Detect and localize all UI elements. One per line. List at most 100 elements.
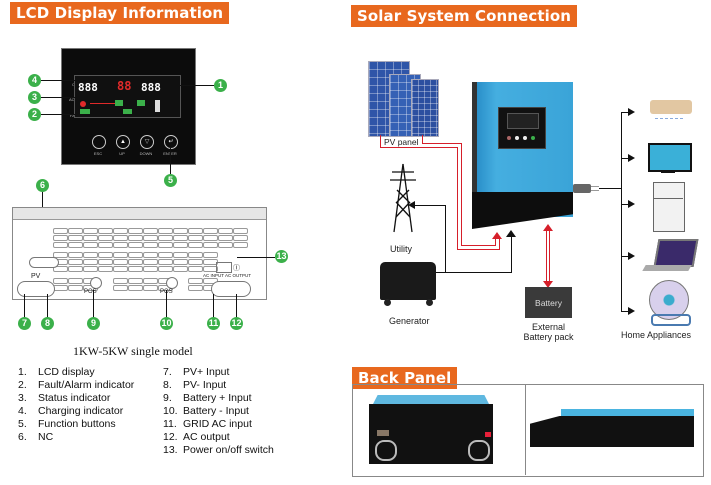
callout-13: 13 (275, 250, 288, 263)
vent-slot (113, 285, 128, 291)
distribution-line (621, 204, 629, 205)
vent-slot (158, 252, 173, 258)
back-panel-frame (352, 384, 704, 477)
vent-slot (203, 235, 218, 241)
vent-slot (128, 278, 143, 284)
tv-stand (661, 171, 675, 173)
vent-slot (143, 235, 158, 241)
appliance-arrow-icon (628, 307, 635, 315)
inverter-button (523, 136, 527, 140)
esc-button-label: ESC (93, 151, 103, 156)
vent-slot (113, 242, 128, 248)
pv-terminal (17, 281, 55, 297)
pv-panel-label: PV panel (384, 137, 419, 147)
callout-1: 1 (214, 79, 227, 92)
callout-3: 3 (28, 91, 41, 104)
vent-slot (53, 266, 68, 272)
vent-slot (143, 285, 158, 291)
lcd-bulb-icon (155, 100, 160, 112)
enter-button[interactable]: ↵ (164, 135, 178, 149)
vent-slot (53, 228, 68, 234)
callout-5: 5 (164, 174, 177, 187)
utility-tower-icon (390, 163, 416, 233)
vent-slot (68, 266, 83, 272)
vent-slot (113, 266, 128, 272)
plug-pin (591, 186, 599, 187)
legend-item: 8.PV- Input (163, 379, 227, 391)
inverter-base (472, 192, 573, 229)
vent-slot (188, 266, 203, 272)
rear-view-terminal (375, 440, 397, 461)
dc-wire (457, 147, 458, 249)
vent-slot (218, 235, 233, 241)
generator-label: Generator (389, 316, 430, 326)
callout-6: 6 (36, 179, 49, 192)
vent-slot (113, 278, 128, 284)
vent-slot (173, 252, 188, 258)
legend-item: 1.LCD display (18, 366, 95, 378)
battery-arrow-up-icon (543, 224, 553, 231)
model-caption: 1KW-5KW single model (73, 344, 193, 358)
distribution-line (621, 112, 622, 312)
rear-view-port (377, 430, 389, 436)
vent-slot (203, 266, 218, 272)
generator-wheel (384, 299, 391, 306)
callout-line (41, 114, 75, 115)
vent-slot (128, 266, 143, 272)
vent-slot (173, 235, 188, 241)
callout-line (41, 80, 75, 81)
lcd-input-digits: 888 (78, 81, 98, 94)
callout-4: 4 (28, 74, 41, 87)
vent-slot (143, 259, 158, 265)
callout-line (180, 85, 214, 86)
lcd-center-digits: 88 (117, 79, 132, 93)
legend-item: 6.NC (18, 431, 54, 443)
legend-item: 4.Charging indicator (18, 405, 124, 417)
rear-view-top (373, 395, 489, 404)
dc-wire (380, 135, 381, 147)
vent-slot (158, 235, 173, 241)
inverter-display (507, 113, 539, 129)
vent-slot (98, 235, 113, 241)
vent-slot (98, 252, 113, 258)
vent-slot (173, 228, 188, 234)
rear-panel-drawing: Ⓘ PV POS POS AC INPUT AC OUTPUT (12, 207, 267, 300)
inverter-button (531, 136, 535, 140)
air-conditioner-icon (650, 100, 692, 114)
vent-slot (143, 278, 158, 284)
vent-slot (128, 235, 143, 241)
plug-pin (591, 190, 599, 191)
ac-arrow-icon (408, 201, 415, 209)
vent-slot (233, 242, 248, 248)
battery-positive-terminal (90, 277, 102, 289)
callout-line (41, 97, 75, 98)
dc-wire (422, 143, 461, 144)
vent-slot (143, 228, 158, 234)
vent-slot (158, 259, 173, 265)
vent-slot (83, 252, 98, 258)
down-button[interactable]: ▽ (140, 135, 154, 149)
up-button[interactable]: ▲ (116, 135, 130, 149)
vent-slot (128, 228, 143, 234)
vent-slot (173, 259, 188, 265)
vent-slot (173, 266, 188, 272)
vent-slot (188, 278, 203, 284)
utility-label: Utility (390, 244, 412, 254)
legend-right: 7.PV+ Input 8.PV- Input 9.Battery + Inpu… (163, 366, 274, 457)
side-view-top (561, 409, 694, 416)
battery-label: Battery (535, 298, 562, 308)
esc-button[interactable] (92, 135, 106, 149)
battery-wire (546, 231, 550, 281)
vent-slot (98, 259, 113, 265)
ac-wire (445, 205, 446, 272)
pv-panel-front (411, 79, 439, 137)
power-symbol-icon: Ⓘ (233, 265, 240, 272)
dc-wire (461, 143, 462, 245)
battery-arrow-down-icon (543, 281, 553, 288)
vent-slot (53, 252, 68, 258)
lcd-screen: 888 88 888 (74, 75, 181, 118)
vent-slot (188, 242, 203, 248)
vent-slot (218, 228, 233, 234)
external-battery-label-1: External (531, 322, 566, 332)
television-icon (648, 143, 692, 172)
